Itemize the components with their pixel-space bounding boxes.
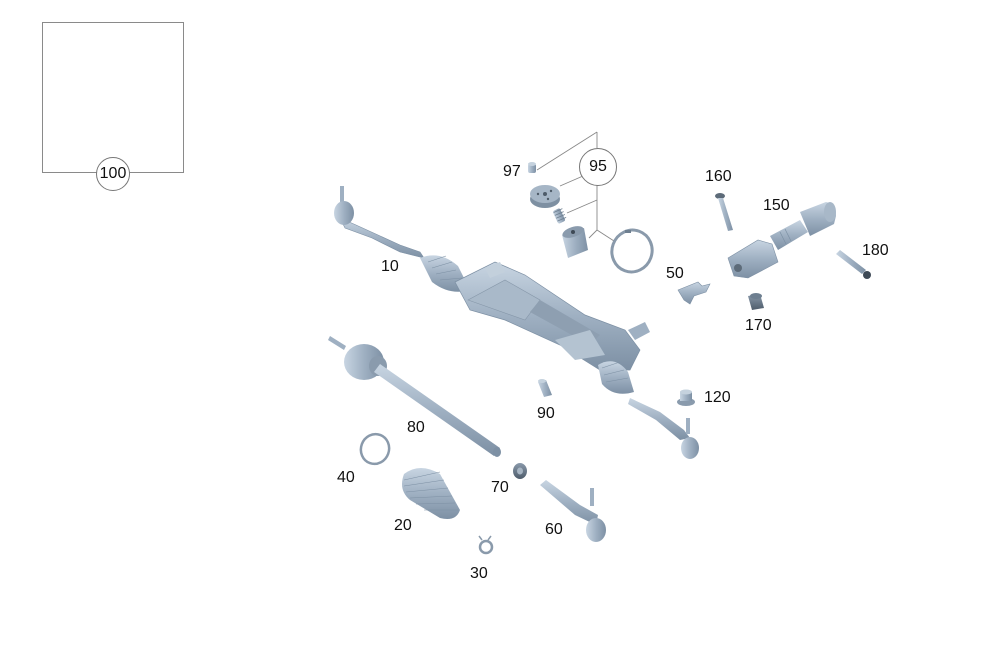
steering-rack-10 bbox=[334, 186, 699, 459]
bellows-boot-20 bbox=[402, 468, 460, 519]
flange-nut-120-icon bbox=[677, 389, 695, 406]
callout-100: 100 bbox=[96, 157, 130, 191]
label-180: 180 bbox=[862, 242, 889, 259]
label-90: 90 bbox=[537, 405, 555, 422]
bolt-160-icon bbox=[715, 193, 733, 231]
inset-box-100 bbox=[42, 22, 184, 173]
bushing-90-icon bbox=[538, 379, 552, 397]
label-50: 50 bbox=[666, 265, 684, 282]
label-80: 80 bbox=[407, 419, 425, 436]
spring-icon bbox=[553, 208, 567, 224]
label-160: 160 bbox=[705, 168, 732, 185]
label-20: 20 bbox=[394, 517, 412, 534]
group-95-leader-lines bbox=[536, 131, 615, 242]
callout-95: 95 bbox=[579, 148, 617, 186]
intermediate-shaft-150 bbox=[727, 202, 836, 279]
label-150: 150 bbox=[763, 197, 790, 214]
label-170: 170 bbox=[745, 317, 772, 334]
label-120: 120 bbox=[704, 389, 731, 406]
label-97: 97 bbox=[503, 163, 521, 180]
plug-97-icon bbox=[528, 162, 536, 173]
pressure-pad-icon bbox=[530, 185, 560, 208]
label-10: 10 bbox=[381, 258, 399, 275]
clamp-ring-icon bbox=[610, 228, 654, 274]
inner-tie-rod-80 bbox=[328, 336, 501, 457]
nut-70-icon bbox=[513, 463, 527, 479]
label-40: 40 bbox=[337, 469, 355, 486]
hose-clamp-30-icon bbox=[478, 535, 494, 555]
clamp-ring-40-icon bbox=[359, 432, 391, 466]
bolt-180-icon bbox=[836, 250, 871, 279]
nut-170-icon bbox=[748, 293, 764, 310]
label-60: 60 bbox=[545, 521, 563, 538]
tie-rod-end-60 bbox=[540, 480, 606, 542]
label-70: 70 bbox=[491, 479, 509, 496]
group-95-parts bbox=[528, 162, 654, 274]
adjuster-plug-icon bbox=[562, 226, 588, 258]
bracket-50-icon bbox=[677, 281, 711, 305]
label-30: 30 bbox=[470, 565, 488, 582]
